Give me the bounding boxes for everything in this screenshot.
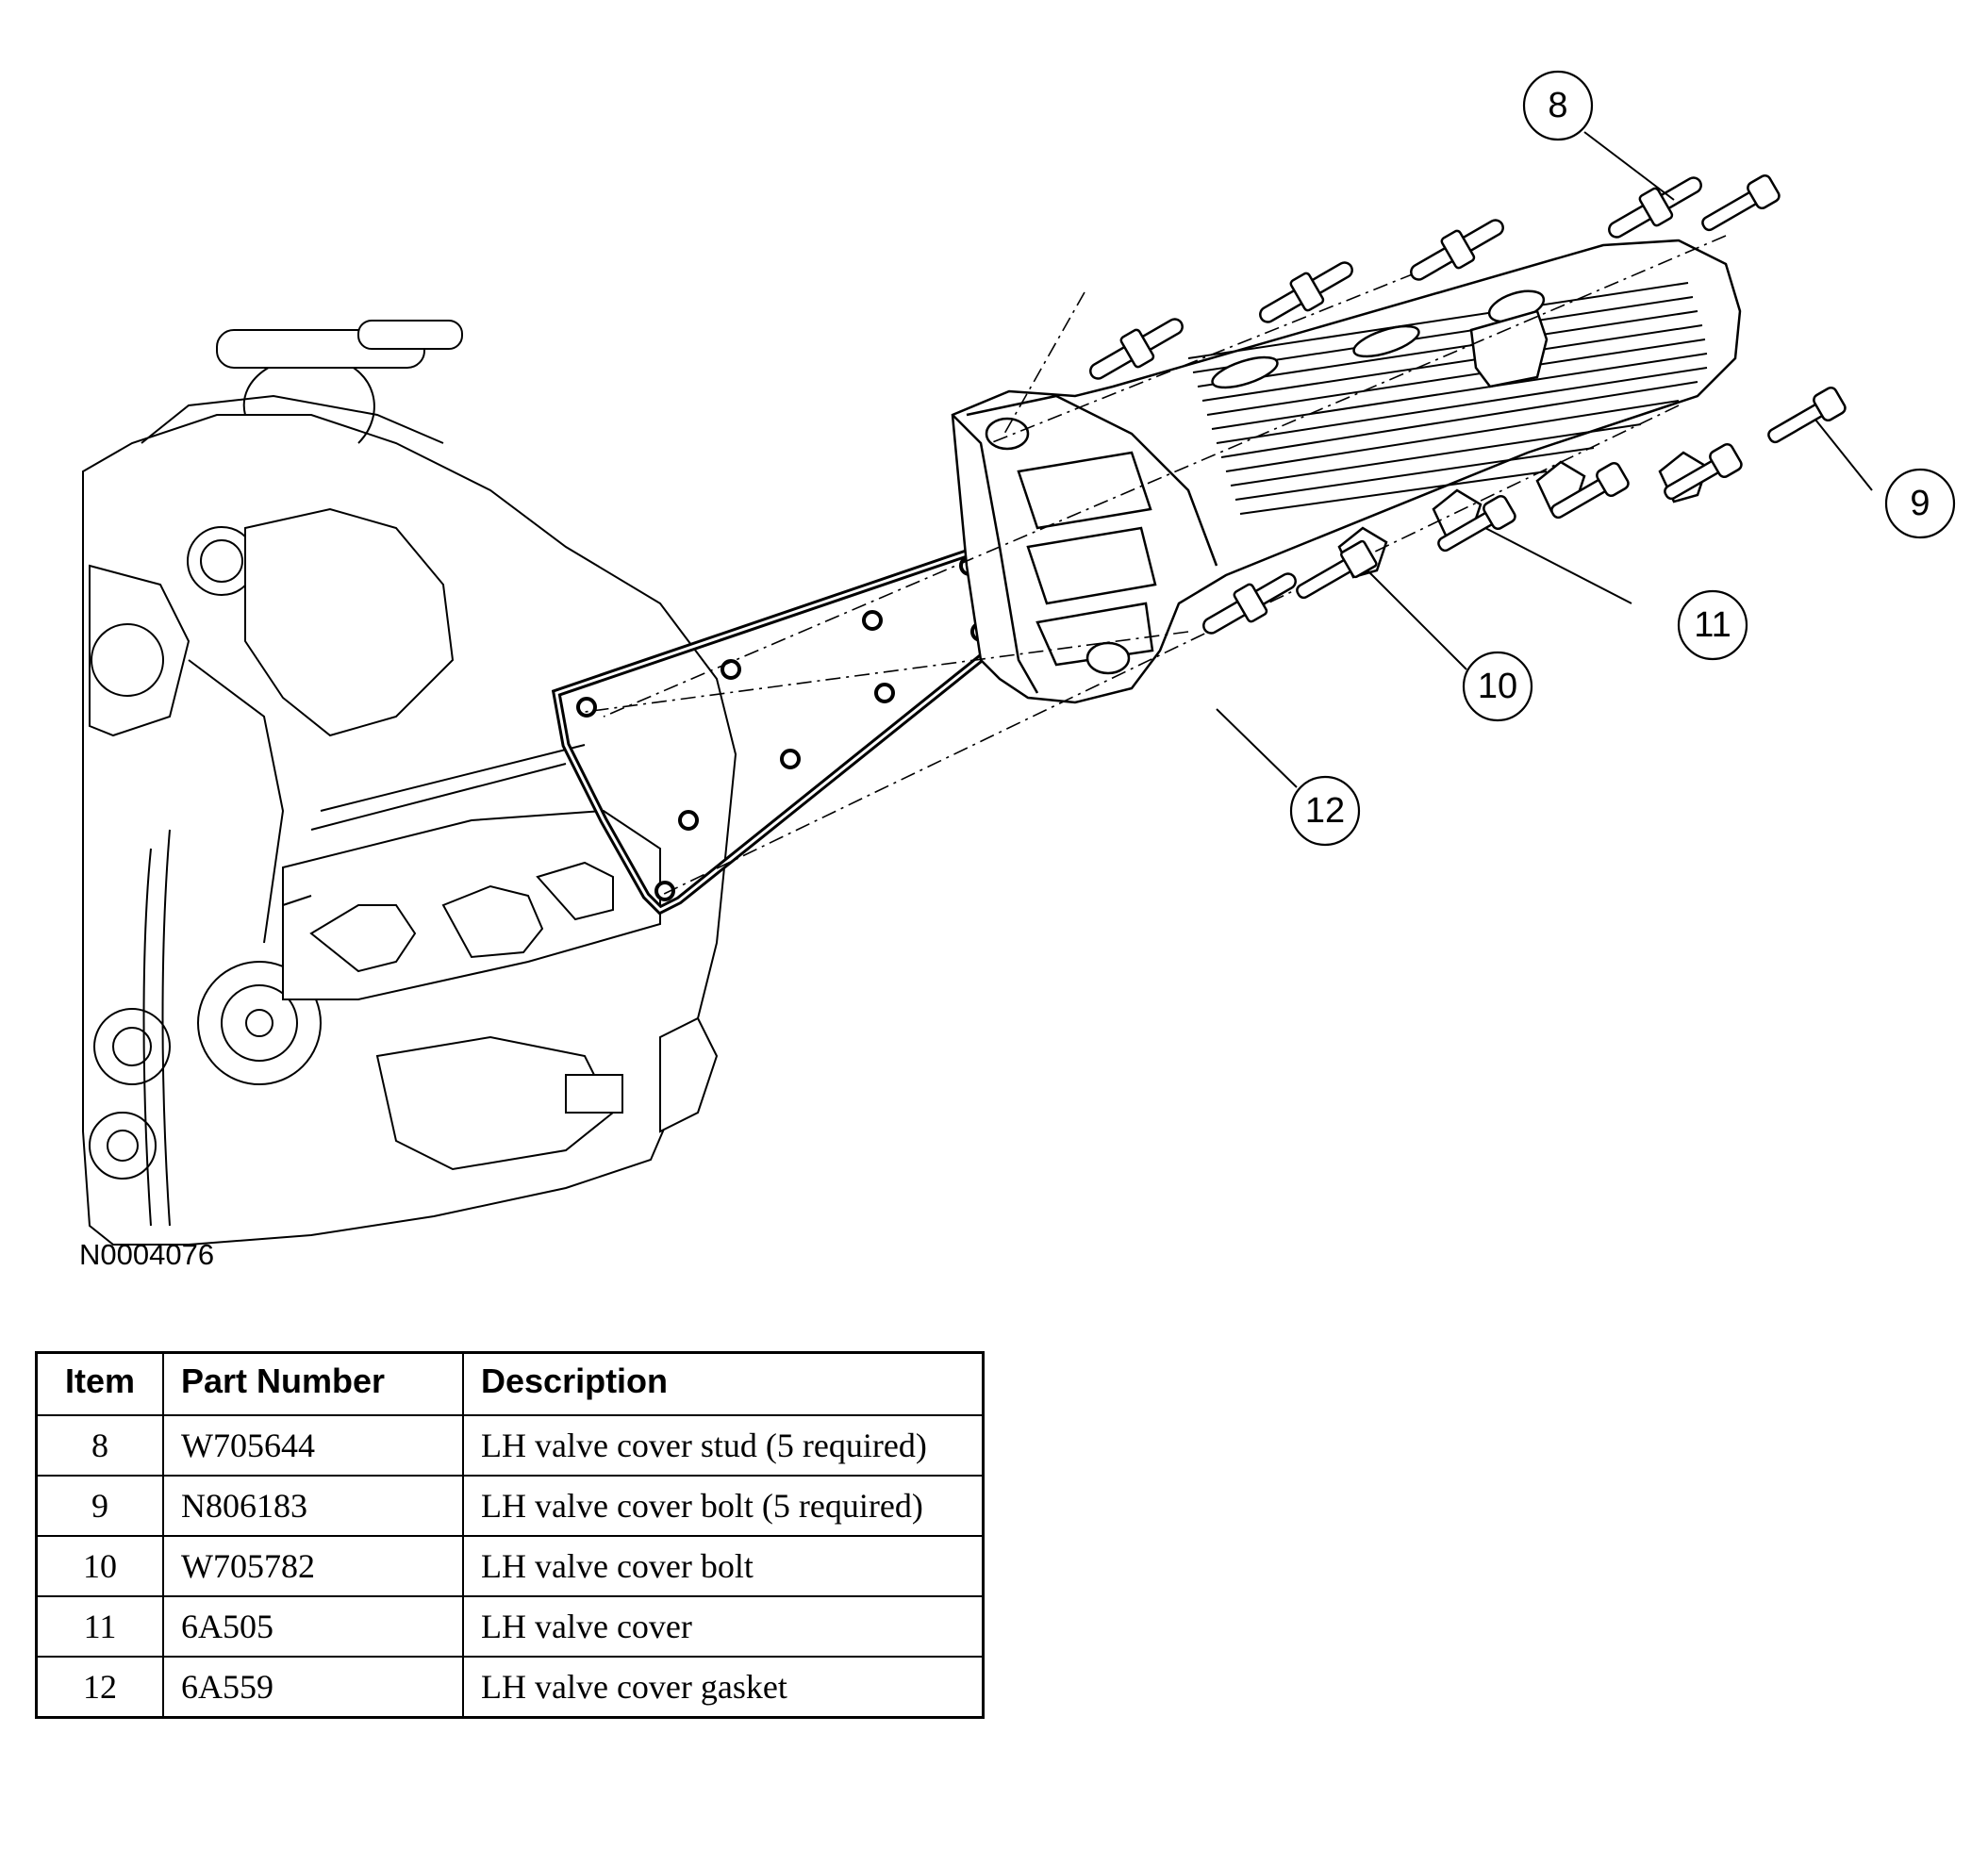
table-row: 8 W705644 LH valve cover stud (5 require… [35, 1414, 985, 1477]
header-description: Description [462, 1351, 985, 1416]
svg-text:11: 11 [1694, 605, 1731, 645]
svg-text:10: 10 [1478, 667, 1517, 706]
engine-illustration [82, 320, 737, 1246]
valve-cover-bolts [1437, 173, 1847, 553]
part-number-cell: 6A559 [162, 1656, 464, 1719]
part-number-cell: W705644 [162, 1414, 464, 1477]
parts-table: Item Part Number Description 8 W705644 L… [35, 1351, 985, 1719]
exploded-view-diagram: 8 9 10 11 12 [82, 70, 1956, 1246]
callout-11: 11 [1677, 589, 1748, 661]
description-cell: LH valve cover gasket [462, 1656, 985, 1719]
part-number-cell: W705782 [162, 1535, 464, 1597]
figure-id: N0004076 [79, 1238, 215, 1271]
part-number-cell: N806183 [162, 1475, 464, 1537]
leader-lines [1216, 131, 1873, 788]
item-cell: 10 [35, 1535, 164, 1597]
alignment-lines [584, 235, 1727, 897]
table-row: 9 N806183 LH valve cover bolt (5 require… [35, 1475, 985, 1537]
table-header-row: Item Part Number Description [35, 1351, 985, 1416]
header-item: Item [35, 1351, 164, 1416]
svg-text:12: 12 [1305, 791, 1345, 831]
description-cell: LH valve cover bolt [462, 1535, 985, 1597]
callout-9: 9 [1884, 468, 1956, 539]
svg-text:8: 8 [1548, 86, 1567, 125]
valve-cover-bolt-10 [1296, 539, 1378, 600]
item-cell: 9 [35, 1475, 164, 1537]
header-part-number: Part Number [162, 1351, 464, 1416]
table-row: 10 W705782 LH valve cover bolt [35, 1535, 985, 1597]
item-cell: 12 [35, 1656, 164, 1719]
callout-8: 8 [1522, 70, 1594, 141]
valve-cover-studs [1089, 176, 1702, 635]
description-cell: LH valve cover [462, 1595, 985, 1658]
table-row: 12 6A559 LH valve cover gasket [35, 1656, 985, 1719]
callout-12: 12 [1289, 775, 1361, 847]
item-cell: 8 [35, 1414, 164, 1477]
table-row: 11 6A505 LH valve cover [35, 1595, 985, 1658]
callout-10: 10 [1462, 651, 1533, 722]
item-cell: 11 [35, 1595, 164, 1658]
description-cell: LH valve cover stud (5 required) [462, 1414, 985, 1477]
part-number-cell: 6A505 [162, 1595, 464, 1658]
description-cell: LH valve cover bolt (5 required) [462, 1475, 985, 1537]
svg-text:9: 9 [1910, 484, 1930, 523]
